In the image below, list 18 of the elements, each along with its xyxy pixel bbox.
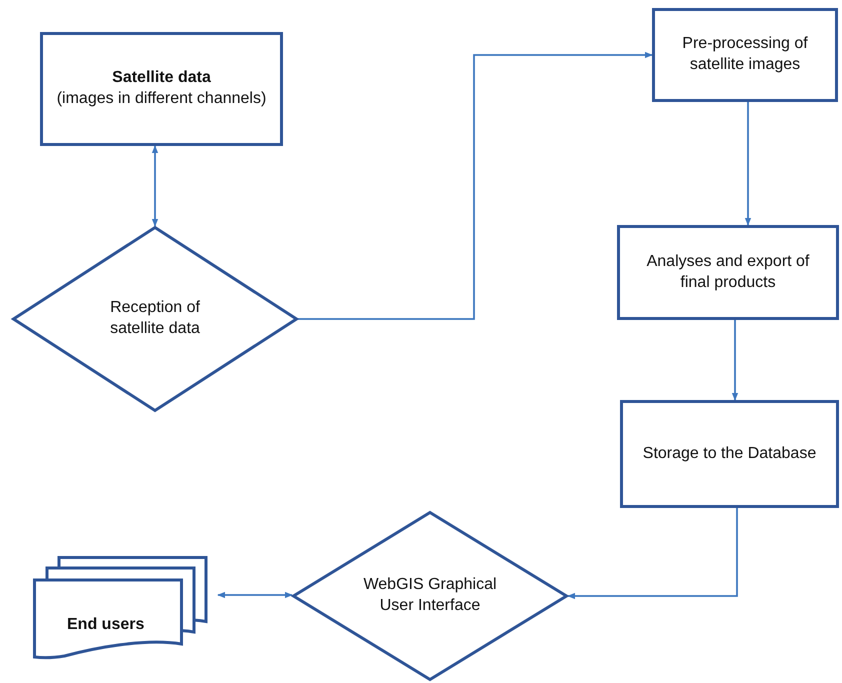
node-label: Analyses and export of final products	[646, 252, 810, 292]
arrow	[152, 145, 158, 227]
process-box	[620, 400, 839, 508]
node-sublabel: (images in different channels)	[56, 89, 266, 109]
node-label: End users	[67, 614, 144, 635]
arrow	[298, 52, 653, 320]
arrow	[217, 592, 293, 598]
arrow	[744, 102, 752, 226]
arrow	[732, 320, 738, 401]
node-label: WebGIS Graphical User Interface	[362, 575, 498, 616]
process-box	[652, 8, 838, 102]
node-label: Satellite data	[112, 68, 211, 88]
process-box	[617, 225, 839, 320]
arrow	[567, 508, 738, 600]
node-label: Pre-processing of satellite images	[681, 34, 809, 75]
node-label: Reception of satellite data	[109, 298, 201, 339]
process-box	[40, 32, 283, 146]
node-label: Storage to the Database	[642, 444, 816, 464]
